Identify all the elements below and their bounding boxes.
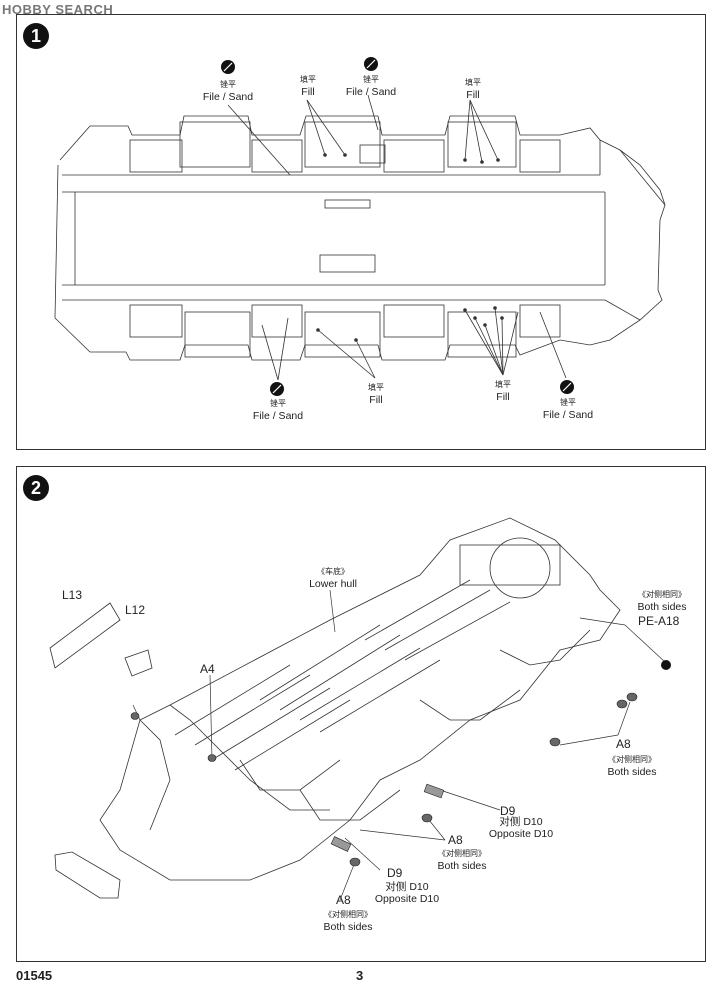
step-2-panel: 2 bbox=[16, 466, 706, 962]
product-code: 01545 bbox=[16, 968, 53, 983]
part-pe-a18-label: PE-A18 bbox=[638, 614, 680, 628]
step-number-badge: 2 bbox=[23, 475, 49, 501]
mesh-grille-icon bbox=[489, 537, 551, 599]
part-a4-label: A4 bbox=[200, 662, 215, 676]
part-a8-label: A8 bbox=[336, 893, 351, 907]
both-sides-label: 《对侧相同》Both sides bbox=[323, 910, 373, 933]
watermark: HOBBY SEARCH bbox=[2, 2, 114, 17]
part-l12-label: L12 bbox=[125, 603, 146, 617]
hull-top-outline bbox=[54, 115, 666, 361]
part-l13-label: L13 bbox=[62, 588, 83, 602]
part-a8-label: A8 bbox=[448, 833, 463, 847]
part-a8-label: A8 bbox=[616, 737, 631, 751]
pe-a18-dot bbox=[661, 660, 671, 670]
part-d9-label: D9 bbox=[500, 804, 516, 818]
step-2-hull-lines bbox=[49, 517, 621, 899]
step-1-panel: 1 bbox=[16, 14, 706, 450]
step-number-badge: 1 bbox=[23, 23, 49, 49]
both-sides-label: 《对侧相同》Both sides bbox=[607, 755, 657, 778]
page-number: 3 bbox=[356, 968, 364, 983]
part-d9-label: D9 bbox=[387, 866, 403, 880]
both-sides-label: 《对侧相同》Both sides bbox=[437, 849, 487, 872]
lower-hull-label: 《车底》Lower hull bbox=[309, 567, 357, 590]
both-sides-label: 《对侧相同》Both sides bbox=[637, 590, 687, 613]
